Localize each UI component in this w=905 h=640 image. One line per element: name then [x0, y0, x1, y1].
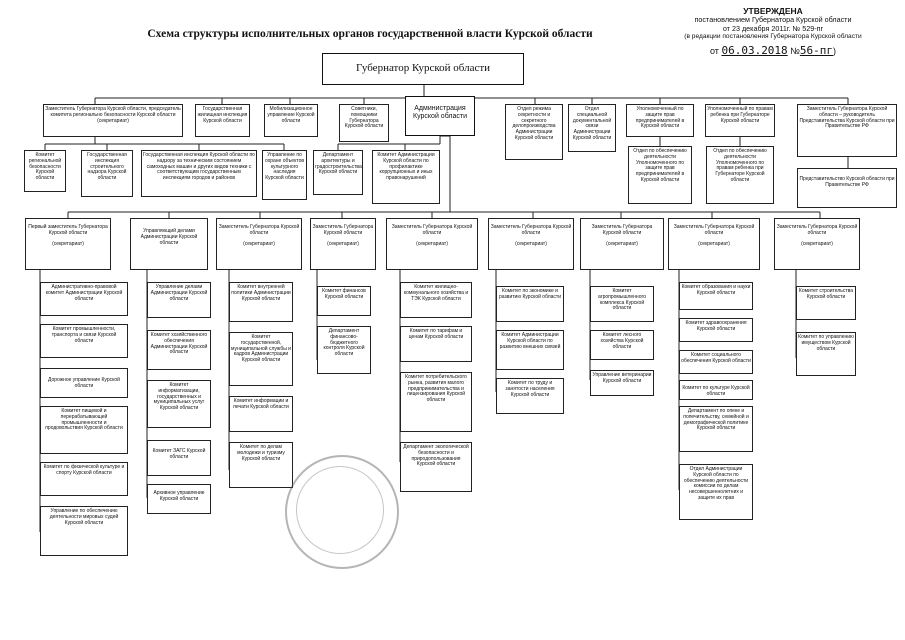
- list-item: Комитет ЗАГС Курской области: [147, 440, 211, 476]
- deputy-title: Заместитель Губернатора Курской области: [673, 224, 755, 236]
- list-item: Комитет образования и науки Курской обла…: [679, 282, 753, 310]
- list-item: Архивное управление Курской области: [147, 484, 211, 514]
- list-item: Комитет финансов Курской области: [317, 286, 371, 316]
- deputy-head-col6: Заместитель Губернатора Курской области …: [488, 218, 574, 270]
- list-item: Комитет промышленности, транспорта и свя…: [40, 324, 128, 358]
- deputy-head-col3: Заместитель Губернатора Курской области …: [216, 218, 302, 270]
- list-item: Дорожное управление Курской области: [40, 368, 128, 398]
- housing-inspection-box: Государственная жилищная инспекция Курск…: [195, 104, 250, 137]
- representation-box: Представительство Курской области при Пр…: [797, 168, 897, 208]
- list-item: Управление по обеспечению деятельности м…: [40, 506, 128, 556]
- secretariat-label: (секретариат): [416, 240, 448, 247]
- special-comm-dept-box: Отдел специальной документальной связи А…: [568, 104, 616, 152]
- list-item: Департамент по опеке и попечительству, с…: [679, 406, 753, 452]
- mobilization-box: Мобилизационное управление Курской облас…: [264, 104, 318, 137]
- approval-line3: от 23 декабря 2011г. № 529-пг: [722, 23, 824, 33]
- secret-dept-box: Отдел режима секретности и секретного де…: [505, 104, 563, 160]
- deputy-head-col4: Заместитель Губернатора Курской области …: [310, 218, 376, 270]
- approval-number: 56-пг: [799, 44, 833, 58]
- anticorruption-box: Комитет Администрации Курской области по…: [372, 150, 440, 204]
- deputy-title: Управляющий делами Администрации Курской…: [140, 228, 198, 246]
- approval-line4: (в редакции постановления Губернатора Ку…: [684, 33, 862, 41]
- list-item: Комитет жилищно-коммунального хозяйства …: [400, 282, 472, 318]
- secretariat-label: (секретариат): [515, 240, 547, 247]
- official-seal-inner: [296, 466, 384, 554]
- list-item: Комитет строительства Курской области: [796, 286, 856, 320]
- list-item: Комитет пищевой и перерабатывающей промы…: [40, 406, 128, 454]
- list-item: Управление делами Администрации Курской …: [147, 282, 211, 318]
- list-item: Комитет лесного хозяйства Курской област…: [590, 330, 654, 360]
- deputy-title: Заместитель Губернатора Курской области: [218, 224, 300, 236]
- page-title: Схема структуры исполнительных органов г…: [147, 28, 593, 40]
- deputy-title: Первый заместитель Губернатора Курской о…: [28, 224, 108, 236]
- approval-no: №: [790, 46, 800, 57]
- list-item: Комитет агропромышленного комплекса Курс…: [590, 286, 654, 322]
- approval-close: ): [832, 46, 836, 57]
- deputy-head-col8: Заместитель Губернатора Курской области …: [668, 218, 760, 270]
- list-item: Комитет по труду и занятости населения К…: [496, 378, 564, 414]
- approval-heading: УТВЕРЖДЕНА: [743, 6, 803, 16]
- list-item: Комитет потребительского рынка, развития…: [400, 372, 472, 432]
- approval-date: 06.03.2018: [721, 44, 788, 58]
- list-item: Комитет по культуре Курской области: [679, 380, 753, 400]
- deputy-security-box: Заместитель Губернатора Курской области,…: [43, 104, 183, 137]
- list-item: Отдел Администрации Курской области по о…: [679, 464, 753, 520]
- list-item: Комитет по экономике и развитию Курской …: [496, 286, 564, 322]
- list-item: Комитет здравоохранения Курской области: [679, 318, 753, 342]
- list-item: Департамент финансово-бюджетного контрол…: [317, 326, 371, 374]
- deputy-head-col9: Заместитель Губернатора Курской области …: [774, 218, 860, 270]
- list-item: Комитет информации и печати Курской обла…: [229, 396, 293, 432]
- list-item: Комитет Администрации Курской области по…: [496, 330, 564, 370]
- deputy-head-col7: Заместитель Губернатора Курской области …: [580, 218, 664, 270]
- deputy-title: Заместитель Губернатора Курской области: [312, 224, 374, 236]
- list-item: Комитет по управлению имуществом Курской…: [796, 332, 856, 376]
- deputy-head-col5: Заместитель Губернатора Курской области …: [386, 218, 478, 270]
- secretariat-label: (секретариат): [606, 240, 638, 247]
- list-item: Административно-правовой комитет Админис…: [40, 282, 128, 316]
- secretariat-label: (секретариат): [327, 240, 359, 247]
- deputy-title: Заместитель Губернатора Курской области: [391, 224, 473, 236]
- list-item: Комитет по тарифам и ценам Курской облас…: [400, 326, 472, 362]
- advisors-box: Советники, помощники Губернатора Курской…: [339, 104, 389, 142]
- ombudsman-child-box: Уполномоченный по правам ребенка при Губ…: [705, 104, 775, 137]
- list-item: Комитет по делам молодежи и туризму Курс…: [229, 442, 293, 488]
- official-seal: [285, 455, 399, 569]
- list-item: Комитет по физической культуре и спорту …: [40, 462, 128, 496]
- approval-line2: постановлением Губернатора Курской облас…: [694, 15, 852, 25]
- list-item: Комитет внутренней политики Администраци…: [229, 282, 293, 322]
- list-item: Комитет хозяйственного обеспечения Админ…: [147, 330, 211, 370]
- approval-from: от: [710, 46, 719, 57]
- construction-inspection-box: Государственная инспекция строительного …: [81, 150, 133, 197]
- deputy-title: Заместитель Губернатора Курской области: [591, 224, 653, 236]
- regional-security-committee-box: Комитет региональной безопасности Курско…: [24, 150, 66, 192]
- heritage-box: Управление по охране объектов культурног…: [262, 150, 307, 200]
- secretariat-label: (секретариат): [698, 240, 730, 247]
- deputy-title: Заместитель Губернатора Курской области: [776, 224, 858, 236]
- list-item: Управление ветеринарии Курской области: [590, 370, 654, 396]
- architecture-box: Департамент архитектуры и градостроитель…: [313, 150, 363, 195]
- ombudsman-child-dept-box: Отдел по обеспечению деятельности Уполно…: [706, 146, 774, 204]
- deputy-head-col1: Первый заместитель Губернатора Курской о…: [25, 218, 111, 270]
- list-item: Департамент экологической безопасности и…: [400, 442, 472, 492]
- ombudsman-business-box: Уполномоченный по защите прав предприним…: [626, 104, 694, 137]
- approval-block: УТВЕРЖДЕНА постановлением Губернатора Ку…: [648, 6, 898, 58]
- list-item: Комитет государственной, муниципальной с…: [229, 332, 293, 386]
- secretariat-label: (секретариат): [243, 240, 275, 247]
- secretariat-label: (секретариат): [801, 240, 833, 247]
- ombudsman-business-dept-box: Отдел по обеспечению деятельности Уполно…: [628, 146, 692, 204]
- deputy-representation-box: Заместитель Губернатора Курской области …: [797, 104, 897, 157]
- list-item: Комитет информатизации, государственных …: [147, 380, 211, 428]
- deputy-head-col2: Управляющий делами Администрации Курской…: [130, 218, 208, 270]
- secretariat-label: (секретариат): [52, 240, 84, 247]
- deputy-title: Заместитель Губернатора Курской области: [490, 224, 572, 236]
- administration-box: Администрация Курской области: [405, 96, 475, 136]
- tech-inspection-box: Государственная инспекция Курской област…: [141, 150, 257, 197]
- list-item: Комитет социального обеспечения Курской …: [679, 350, 753, 374]
- governor-box: Губернатор Курской области: [322, 53, 524, 85]
